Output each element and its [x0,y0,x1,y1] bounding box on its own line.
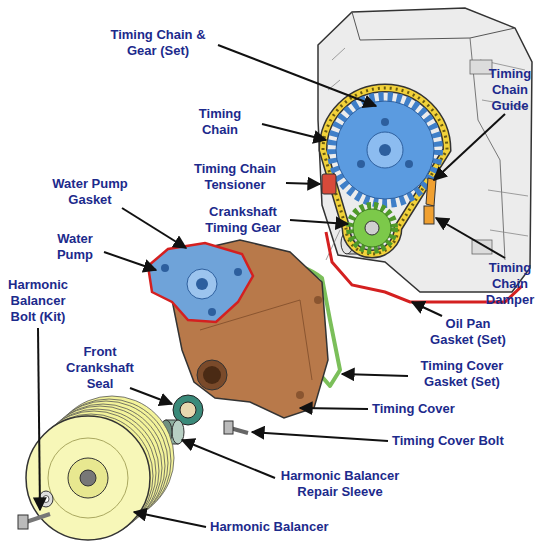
part-label: Water Pump Gasket [45,176,135,208]
engine-block [318,8,532,292]
chain-tensioner [322,174,336,194]
part-label: Timing Chain & Gear (Set) [108,27,208,59]
part-label: Timing Cover Bolt [392,433,542,449]
chain-guide [426,178,436,206]
part-label: Crankshaft Timing Gear [198,204,288,236]
part-label: Timing Chain Guide [480,66,540,114]
timing-chain [323,88,447,254]
part-label: Water Pump [50,231,100,263]
water-pump [148,243,253,322]
part-label: Timing Cover Gasket (Set) [412,358,512,390]
chain-damper [424,206,434,224]
part-label: Front Crankshaft Seal [62,344,138,392]
cam-sprocket [332,97,438,203]
leader-arrows [38,45,505,527]
part-label: Harmonic Balancer [210,519,360,535]
part-label: Timing Chain Tensioner [185,161,285,193]
part-label: Timing Chain Damper [480,260,540,308]
part-label: Harmonic Balancer Repair Sleeve [275,468,405,500]
part-label: Timing Chain [185,106,255,138]
part-label: Oil Pan Gasket (Set) [427,316,509,348]
timing-cover-bolt [224,421,248,434]
part-label: Harmonic Balancer Bolt (Kit) [2,277,74,325]
crankshaft-gear [350,206,394,250]
harmonic-balancer [26,396,174,540]
balancer-bolt [18,491,53,529]
part-label: Timing Cover [372,401,522,417]
